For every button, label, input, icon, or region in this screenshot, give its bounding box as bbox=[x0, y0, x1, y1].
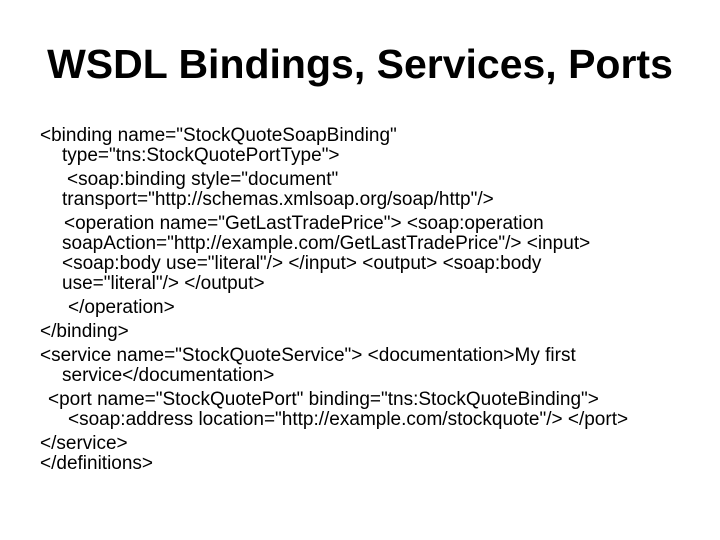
code-line: <operation name="GetLastTradePrice"> <so… bbox=[64, 213, 544, 234]
code-line: service</documentation> bbox=[62, 365, 275, 386]
code-line: </service> bbox=[40, 433, 128, 454]
code-line: <soap:body use="literal"/> </input> <out… bbox=[62, 253, 542, 274]
code-line: type="tns:StockQuotePortType"> bbox=[62, 145, 340, 166]
code-line: <service name="StockQuoteService"> <docu… bbox=[40, 345, 576, 366]
code-line: </binding> bbox=[40, 321, 129, 342]
code-line: </definitions> bbox=[40, 453, 154, 474]
code-line: <binding name="StockQuoteSoapBinding" bbox=[40, 125, 397, 146]
code-line: transport="http://schemas.xmlsoap.org/so… bbox=[62, 189, 494, 210]
code-line: <soap:address location="http://example.c… bbox=[68, 409, 629, 430]
wsdl-code-block: <binding name="StockQuoteSoapBinding" ty… bbox=[0, 126, 720, 474]
code-line: <soap:binding style="document" bbox=[67, 169, 339, 190]
slide-title: WSDL Bindings, Services, Ports bbox=[47, 41, 673, 87]
code-line: soapAction="http://example.com/GetLastTr… bbox=[62, 233, 591, 254]
code-line: </operation> bbox=[68, 297, 175, 318]
code-line: <port name="StockQuotePort" binding="tns… bbox=[48, 389, 599, 410]
code-line: use="literal"/> </output> bbox=[62, 273, 265, 294]
